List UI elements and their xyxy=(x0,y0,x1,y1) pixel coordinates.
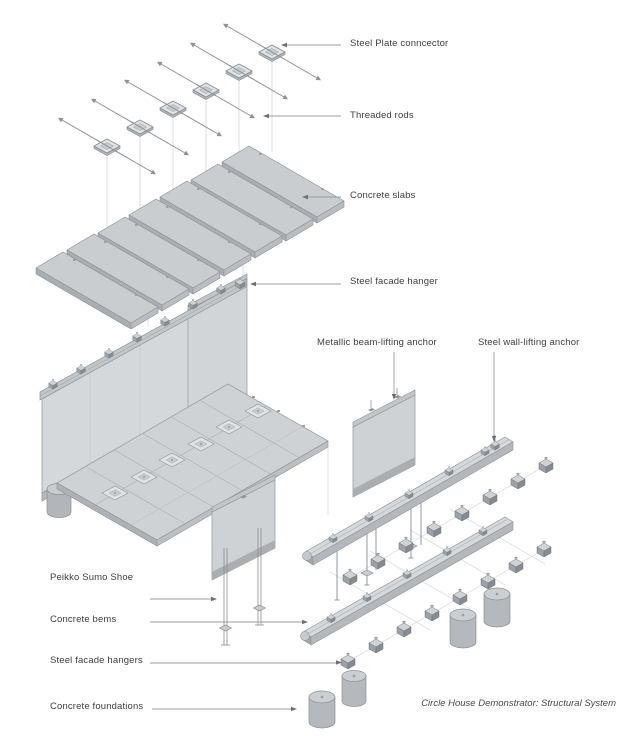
concrete-foundation-cylinder xyxy=(483,587,511,628)
steel-hanger-block xyxy=(508,556,524,574)
steel-plate-connector xyxy=(225,63,253,81)
label-concrete-slabs: Concrete slabs xyxy=(350,190,416,201)
label-steel-wall-lifting-anchor: Steel wall-lifting anchor xyxy=(478,337,580,348)
peikko-sumo-shoes xyxy=(219,528,266,646)
concrete-foundation-cylinder xyxy=(308,690,336,729)
concrete-beam-a xyxy=(302,435,514,601)
label-steel-plate-connector: Steel Plate conncector xyxy=(350,38,449,49)
label-concrete-beams: Concrete bems xyxy=(50,614,117,625)
label-steel-facade-hangers: Steel facade hangers xyxy=(50,655,143,666)
steel-hanger-block xyxy=(426,520,442,538)
label-concrete-foundations: Concrete foundations xyxy=(50,701,144,712)
right-wall-panel xyxy=(352,388,416,498)
steel-hanger-block xyxy=(370,552,386,570)
lifting-anchor xyxy=(240,495,247,499)
leader-lines xyxy=(150,42,497,712)
front-wall-panel xyxy=(211,474,276,581)
steel-hanger-block xyxy=(340,652,356,670)
label-steel-facade-hanger: Steel facade hanger xyxy=(350,276,438,287)
beam-lifting-anchor xyxy=(368,388,401,412)
steel-hanger-block xyxy=(480,572,496,590)
steel-hanger-block xyxy=(510,472,526,490)
concrete-slab xyxy=(35,251,159,330)
steel-plate-connector xyxy=(159,100,187,118)
steel-plate-connector xyxy=(126,119,154,137)
steel-hanger-block xyxy=(396,620,412,638)
steel-hanger-block xyxy=(368,636,384,654)
label-peikko-sumo-shoe: Peikko Sumo Shoe xyxy=(50,572,134,583)
steel-plate-connectors-group xyxy=(58,23,321,175)
rod-end-arrows xyxy=(58,23,321,175)
steel-plate-connector xyxy=(258,44,286,62)
diagram-caption: Circle House Demonstrator: Structural Sy… xyxy=(421,698,616,709)
concrete-slabs-group xyxy=(35,145,345,330)
steel-hanger-block xyxy=(538,456,554,474)
steel-hanger-block xyxy=(482,488,498,506)
steel-plate-connector xyxy=(93,138,121,156)
facade-wall-rail xyxy=(39,277,247,401)
concrete-beam-b xyxy=(300,516,514,646)
steel-plate-connector xyxy=(192,82,220,100)
label-metallic-beam-lifting-anchor: Metallic beam-lifting anchor xyxy=(317,337,437,348)
concrete-foundation-cylinder xyxy=(341,670,367,707)
steel-hanger-block xyxy=(452,588,468,606)
label-threaded-rods: Threaded rods xyxy=(350,110,414,121)
steel-hanger-block xyxy=(424,604,440,622)
concrete-foundation-cylinder xyxy=(449,608,477,649)
steel-hanger-block xyxy=(342,568,358,586)
foundation-cylinders-group xyxy=(308,587,511,729)
steel-hanger-block xyxy=(536,540,552,558)
